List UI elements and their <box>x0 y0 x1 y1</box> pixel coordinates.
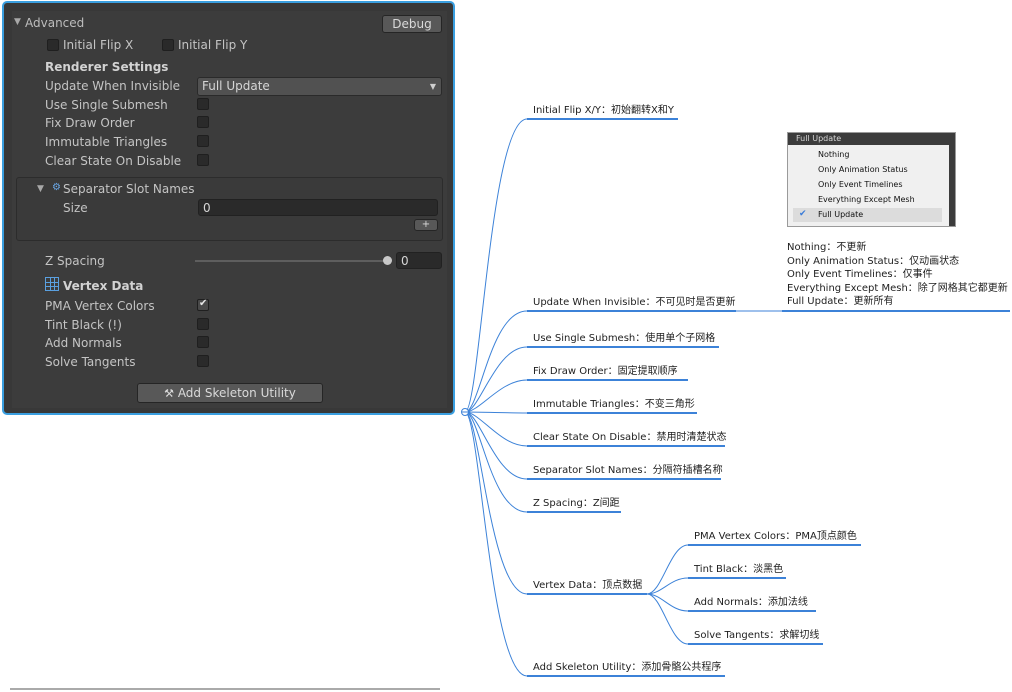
separator-slot-names-label[interactable]: Separator Slot Names <box>63 182 195 196</box>
branch-update-when-invisible: Update When Invisible：不可见时是否更新 <box>533 297 736 308</box>
legend-full-update: Full Update：更新所有 <box>787 296 894 307</box>
branch-underline <box>527 379 688 381</box>
initial-flip-x-label: Initial Flip X <box>63 38 134 52</box>
branch-use-single-submesh: Use Single Submesh：使用单个子网格 <box>533 333 716 344</box>
branch-underline <box>527 118 678 120</box>
branch-underline <box>527 412 697 414</box>
debug-button[interactable]: Debug <box>382 15 442 33</box>
size-label: Size <box>63 201 88 215</box>
child-tint-black: Tint Black：淡黑色 <box>694 564 784 575</box>
add-normals-label: Add Normals <box>45 336 122 350</box>
renderer-settings-header: Renderer Settings <box>45 60 169 74</box>
separator-slot-names-group: ▼ ⚙ Separator Slot Names Size 0 + <box>16 177 443 241</box>
vertex-data-header: Vertex Data <box>63 279 144 293</box>
child-underline <box>688 610 816 612</box>
branch-z-spacing: Z Spacing：Z间距 <box>533 498 620 509</box>
update-when-invisible-dropdown[interactable]: Full Update ▼ <box>197 77 442 96</box>
child-underline <box>688 643 823 645</box>
popup-option-only-animation-status[interactable]: Only Animation Status <box>818 165 908 174</box>
child-underline <box>688 544 861 546</box>
z-spacing-input[interactable]: 0 <box>396 252 442 269</box>
add-normals-checkbox[interactable] <box>197 336 209 348</box>
z-spacing-slider-track[interactable] <box>195 260 387 262</box>
tint-black-checkbox[interactable] <box>197 318 209 330</box>
update-legend: Nothing：不更新 Only Animation Status：仅动画状态 … <box>787 238 1008 307</box>
branch-underline <box>527 310 736 312</box>
pma-vertex-colors-label: PMA Vertex Colors <box>45 299 155 313</box>
branch-separator-slot-names: Separator Slot Names：分隔符插槽名称 <box>533 465 723 476</box>
grid-icon <box>45 277 59 291</box>
update-when-invisible-value: Full Update <box>202 79 270 93</box>
dropdown-arrow-icon: ▼ <box>429 82 436 91</box>
use-single-submesh-checkbox[interactable] <box>197 98 209 110</box>
branch-underline <box>527 511 621 513</box>
clear-state-on-disable-label: Clear State On Disable <box>45 154 182 168</box>
child-underline <box>688 577 786 579</box>
checkmark-icon: ✔ <box>799 209 807 219</box>
branch-underline <box>527 478 721 480</box>
child-add-normals: Add Normals：添加法线 <box>694 597 808 608</box>
legend-only-animation-status: Only Animation Status：仅动画状态 <box>787 255 960 267</box>
popup-option-everything-except-mesh[interactable]: Everything Except Mesh <box>818 195 915 204</box>
popup-option-full-update[interactable]: Full Update <box>818 210 864 219</box>
popup-side-strip <box>949 145 955 226</box>
popup-selected-row <box>793 208 942 222</box>
legend-everything-except-mesh: Everything Except Mesh：除了网格其它都更新 <box>787 282 1008 294</box>
advanced-section: ▼ Advanced Debug Initial Flip X Initial … <box>12 11 447 408</box>
branch-vertex-data: Vertex Data：顶点数据 <box>533 580 643 591</box>
branch-add-skeleton-utility: Add Skeleton Utility：添加骨骼公共程序 <box>533 662 722 673</box>
initial-flip-y-label: Initial Flip Y <box>178 38 248 52</box>
branch-underline <box>527 346 719 348</box>
solve-tangents-label: Solve Tangents <box>45 355 136 369</box>
popup-option-nothing[interactable]: Nothing <box>818 150 850 159</box>
size-input[interactable]: 0 <box>198 199 438 216</box>
immutable-triangles-label: Immutable Triangles <box>45 135 168 149</box>
add-skeleton-utility-label: Add Skeleton Utility <box>177 386 296 400</box>
pma-vertex-colors-checkbox[interactable] <box>197 298 209 311</box>
update-when-invisible-label: Update When Invisible <box>45 79 181 93</box>
clear-state-on-disable-checkbox[interactable] <box>197 154 209 166</box>
popup-header: Full Update <box>788 133 955 145</box>
section-title[interactable]: Advanced <box>25 16 85 30</box>
solve-tangents-checkbox[interactable] <box>197 355 209 367</box>
legend-only-event-timelines: Only Event Timelines：仅事件 <box>787 269 933 280</box>
initial-flip-y-checkbox[interactable] <box>162 39 174 51</box>
branch-fix-draw-order: Fix Draw Order：固定提取顺序 <box>533 366 678 377</box>
add-skeleton-utility-button[interactable]: ⚒ Add Skeleton Utility <box>137 383 323 403</box>
immutable-triangles-checkbox[interactable] <box>197 135 209 147</box>
use-single-submesh-label: Use Single Submesh <box>45 98 168 112</box>
foldout-arrow-icon[interactable]: ▼ <box>37 184 44 194</box>
legend-underline <box>782 310 1010 312</box>
branch-underline <box>527 593 647 595</box>
skeleton-utility-icon: ⚒ <box>164 387 174 400</box>
tint-black-label: Tint Black (!) <box>45 318 122 332</box>
fix-draw-order-label: Fix Draw Order <box>45 116 135 130</box>
z-spacing-slider-thumb[interactable] <box>383 256 392 265</box>
list-icon: ⚙ <box>52 182 61 193</box>
legend-nothing: Nothing：不更新 <box>787 242 867 253</box>
branch-immutable-triangles: Immutable Triangles：不变三角形 <box>533 399 695 410</box>
inspector-panel: ▼ Advanced Debug Initial Flip X Initial … <box>2 1 455 415</box>
child-pma-vertex-colors: PMA Vertex Colors：PMA顶点颜色 <box>694 531 857 542</box>
initial-flip-x-checkbox[interactable] <box>47 39 59 51</box>
update-options-popup: Full Update Nothing Only Animation Statu… <box>787 132 956 227</box>
child-solve-tangents: Solve Tangents：求解切线 <box>694 630 820 641</box>
branch-initial-flip: Initial Flip X/Y：初始翻转X和Y <box>533 105 674 116</box>
branch-clear-state-on-disable: Clear State On Disable：禁用时清楚状态 <box>533 432 727 443</box>
branch-underline <box>527 675 725 677</box>
add-element-button[interactable]: + <box>414 219 438 231</box>
z-spacing-label: Z Spacing <box>45 254 105 268</box>
branch-underline <box>527 445 725 447</box>
foldout-arrow-icon[interactable]: ▼ <box>14 17 21 27</box>
fix-draw-order-checkbox[interactable] <box>197 116 209 128</box>
popup-option-only-event-timelines[interactable]: Only Event Timelines <box>818 180 903 189</box>
